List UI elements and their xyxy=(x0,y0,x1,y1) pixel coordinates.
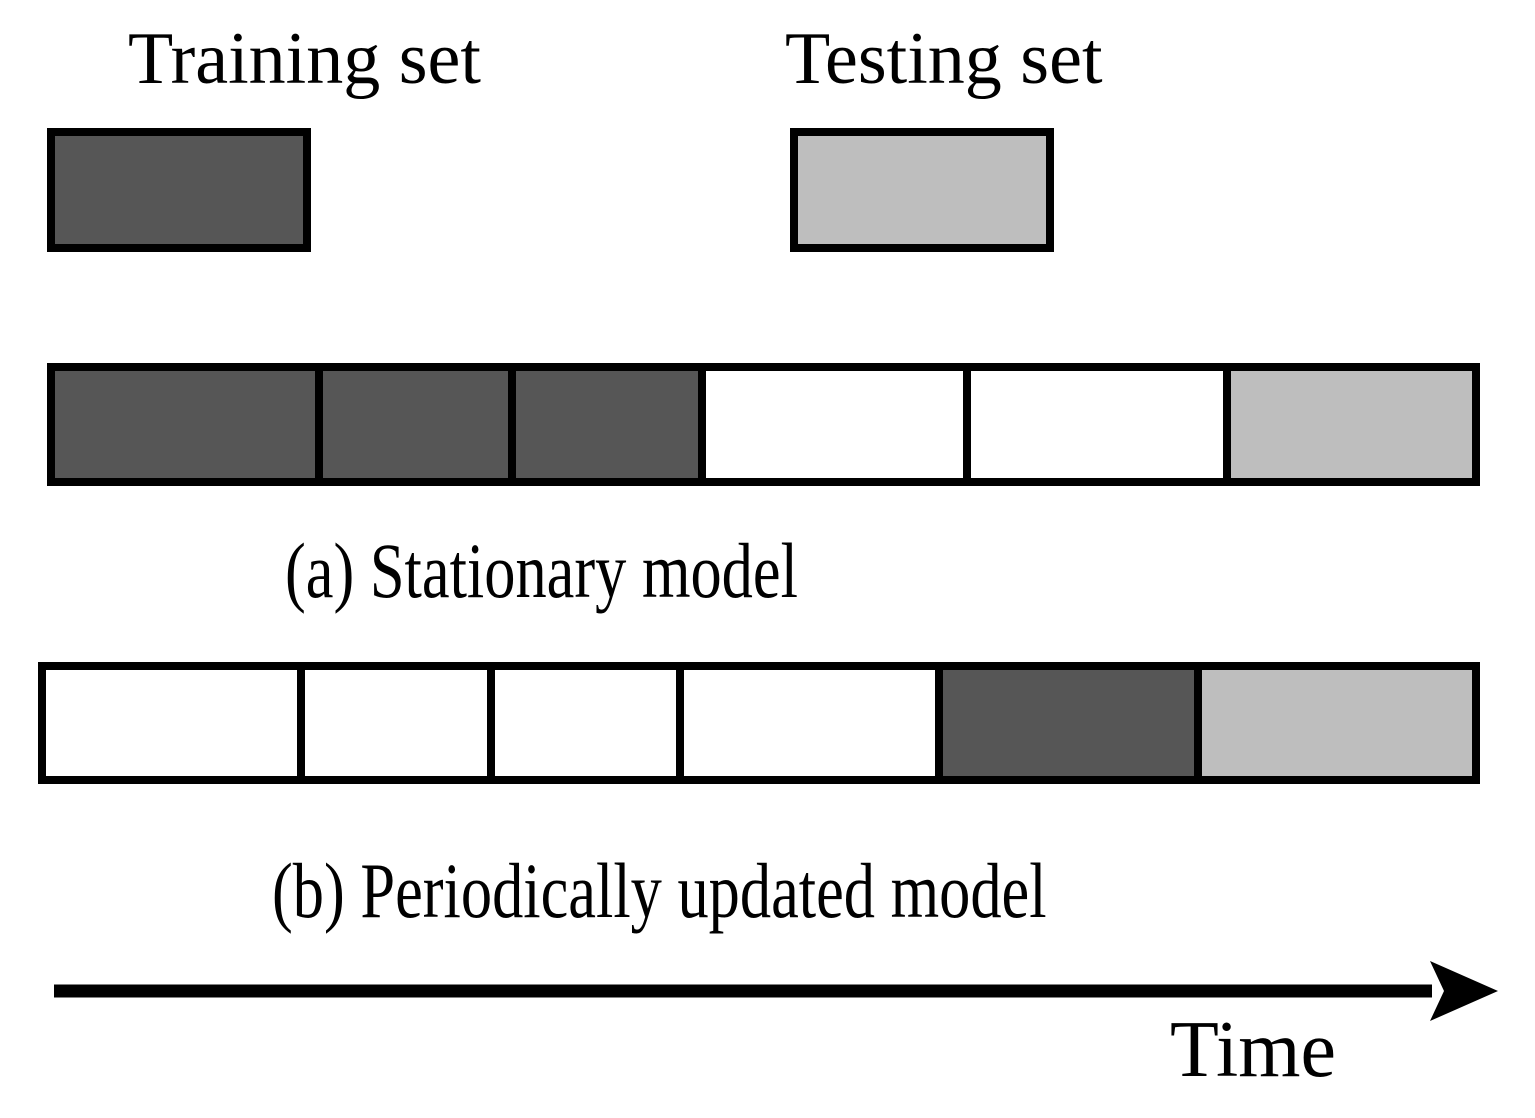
timeline-cell xyxy=(495,670,684,776)
timeline-cell xyxy=(305,670,495,776)
caption-panel-b: (b) Periodically updated model xyxy=(272,847,1047,934)
timeline-cell xyxy=(1231,371,1472,478)
legend-label-training-set: Training set xyxy=(128,18,481,100)
testing-set-swatch xyxy=(790,128,1054,252)
timeline-cell xyxy=(971,371,1231,478)
timeline-cell xyxy=(55,371,323,478)
timeline-cell xyxy=(46,670,306,776)
time-axis-label: Time xyxy=(1170,1006,1337,1094)
timeline-bar-periodic xyxy=(38,662,1480,784)
arrow-right-icon xyxy=(54,961,1498,1021)
timeline-bar-stationary xyxy=(47,363,1480,486)
time-axis xyxy=(52,955,1500,1027)
training-set-swatch xyxy=(47,128,311,252)
timeline-cell xyxy=(943,670,1203,776)
timeline-cell xyxy=(706,371,971,478)
timeline-cell xyxy=(683,670,943,776)
timeline-cell xyxy=(1202,670,1472,776)
timeline-cell xyxy=(323,371,516,478)
legend-label-testing-set: Testing set xyxy=(785,18,1103,100)
timeline-cell xyxy=(516,371,706,478)
caption-panel-a: (a) Stationary model xyxy=(285,527,798,614)
